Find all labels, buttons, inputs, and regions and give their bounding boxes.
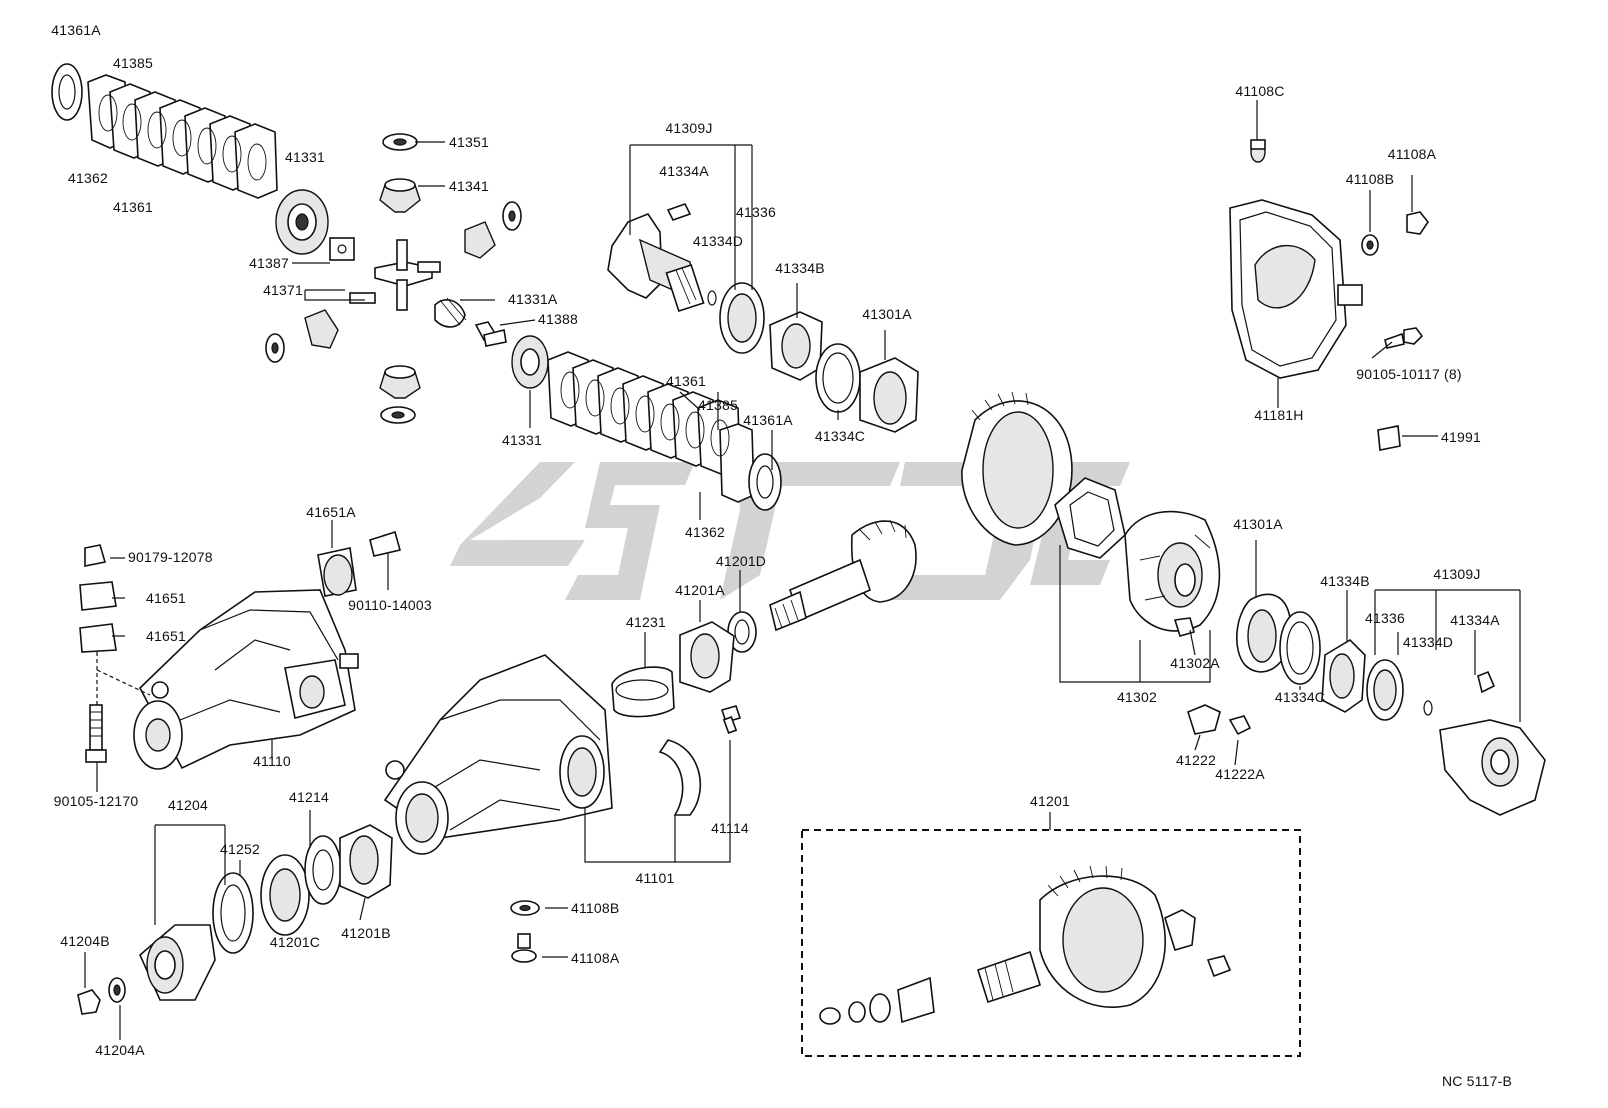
- label-41108C: 41108C: [1235, 83, 1285, 99]
- label-41651-b: 41651: [146, 628, 186, 644]
- label-41101: 41101: [635, 870, 675, 886]
- clutch-pack-left: [51, 63, 329, 255]
- label-41302: 41302: [1117, 689, 1157, 705]
- label-41222: 41222: [1176, 752, 1216, 768]
- carrier-housing-main: [383, 654, 742, 855]
- label-41309J: 41309J: [665, 120, 713, 136]
- label-41108A-b: 41108A: [571, 950, 620, 966]
- label-41331A: 41331A: [508, 291, 558, 307]
- ring-pinion-kit: [801, 829, 1301, 1057]
- label-90105-12170: 90105-12170: [53, 793, 139, 809]
- label-41302A: 41302A: [1170, 655, 1220, 671]
- label-41362-b: 41362: [685, 524, 725, 540]
- label-41114: 41114: [711, 820, 749, 836]
- label-41334D-b: 41334D: [1402, 634, 1454, 650]
- label-41371: 41371: [263, 282, 303, 298]
- leader-lines: [84, 100, 1521, 1040]
- carrier-housing-left: [79, 530, 401, 770]
- label-41110: 41110: [253, 753, 291, 769]
- label-41108B-b: 41108B: [571, 900, 620, 916]
- label-41334D: 41334D: [692, 233, 744, 249]
- label-41301A-b: 41301A: [1233, 516, 1283, 532]
- label-41361A: 41361A: [51, 22, 101, 38]
- label-41204B: 41204B: [60, 933, 110, 949]
- label-41341: 41341: [449, 178, 489, 194]
- label-41201A: 41201A: [675, 582, 725, 598]
- label-41336-b: 41336: [1365, 610, 1405, 626]
- ring-gear-and-case: [961, 391, 1546, 816]
- label-41387: 41387: [249, 255, 289, 271]
- diagram-reference-code: NC 5117-B: [1441, 1073, 1512, 1089]
- label-41361-b: 41361: [666, 373, 706, 389]
- label-41108A: 41108A: [1387, 146, 1437, 162]
- label-41201C: 41201C: [269, 934, 321, 950]
- label-41334A: 41334A: [659, 163, 709, 179]
- label-41385: 41385: [113, 55, 153, 71]
- label-41252: 41252: [220, 841, 260, 857]
- label-41334C-b: 41334C: [1274, 689, 1326, 705]
- label-41361: 41361: [113, 199, 153, 215]
- label-41361A-b: 41361A: [743, 412, 793, 428]
- label-41231: 41231: [626, 614, 666, 630]
- label-41214: 41214: [289, 789, 329, 805]
- label-41204A: 41204A: [95, 1042, 145, 1058]
- label-41334B-b: 41334B: [1320, 573, 1370, 589]
- label-41334A-b: 41334A: [1450, 612, 1500, 628]
- label-41222A: 41222A: [1215, 766, 1265, 782]
- label-90179-12078: 90179-12078: [128, 549, 213, 565]
- label-41331: 41331: [285, 149, 325, 165]
- label-41331-b: 41331: [502, 432, 542, 448]
- output-flange-group: [77, 824, 540, 1015]
- label-41204: 41204: [168, 797, 208, 813]
- label-41334C: 41334C: [814, 428, 866, 444]
- label-41334B: 41334B: [775, 260, 825, 276]
- label-41385-b: 41385: [698, 397, 738, 413]
- label-41991: 41991: [1441, 429, 1481, 445]
- drive-pinion: [611, 519, 917, 718]
- clutch-pack-middle: [547, 351, 782, 511]
- label-90105-10117: 90105-10117 (8): [1356, 366, 1462, 382]
- label-41651: 41651: [146, 590, 186, 606]
- label-41388: 41388: [538, 311, 578, 327]
- label-41351: 41351: [449, 134, 489, 150]
- pinion-gear-set-left: [265, 133, 549, 424]
- label-41309J-b: 41309J: [1433, 566, 1481, 582]
- label-90110-14003: 90110-14003: [348, 597, 432, 613]
- label-41108B: 41108B: [1345, 171, 1395, 187]
- label-41362: 41362: [68, 170, 108, 186]
- label-41181H: 41181H: [1254, 407, 1304, 423]
- label-41651A: 41651A: [306, 504, 356, 520]
- label-41201D: 41201D: [715, 553, 767, 569]
- label-41301A: 41301A: [862, 306, 912, 322]
- label-41336: 41336: [736, 204, 776, 220]
- label-41201: 41201: [1030, 793, 1070, 809]
- companion-flange-upper: [607, 203, 919, 433]
- label-41201B: 41201B: [341, 925, 391, 941]
- differential-cover: [1229, 139, 1429, 451]
